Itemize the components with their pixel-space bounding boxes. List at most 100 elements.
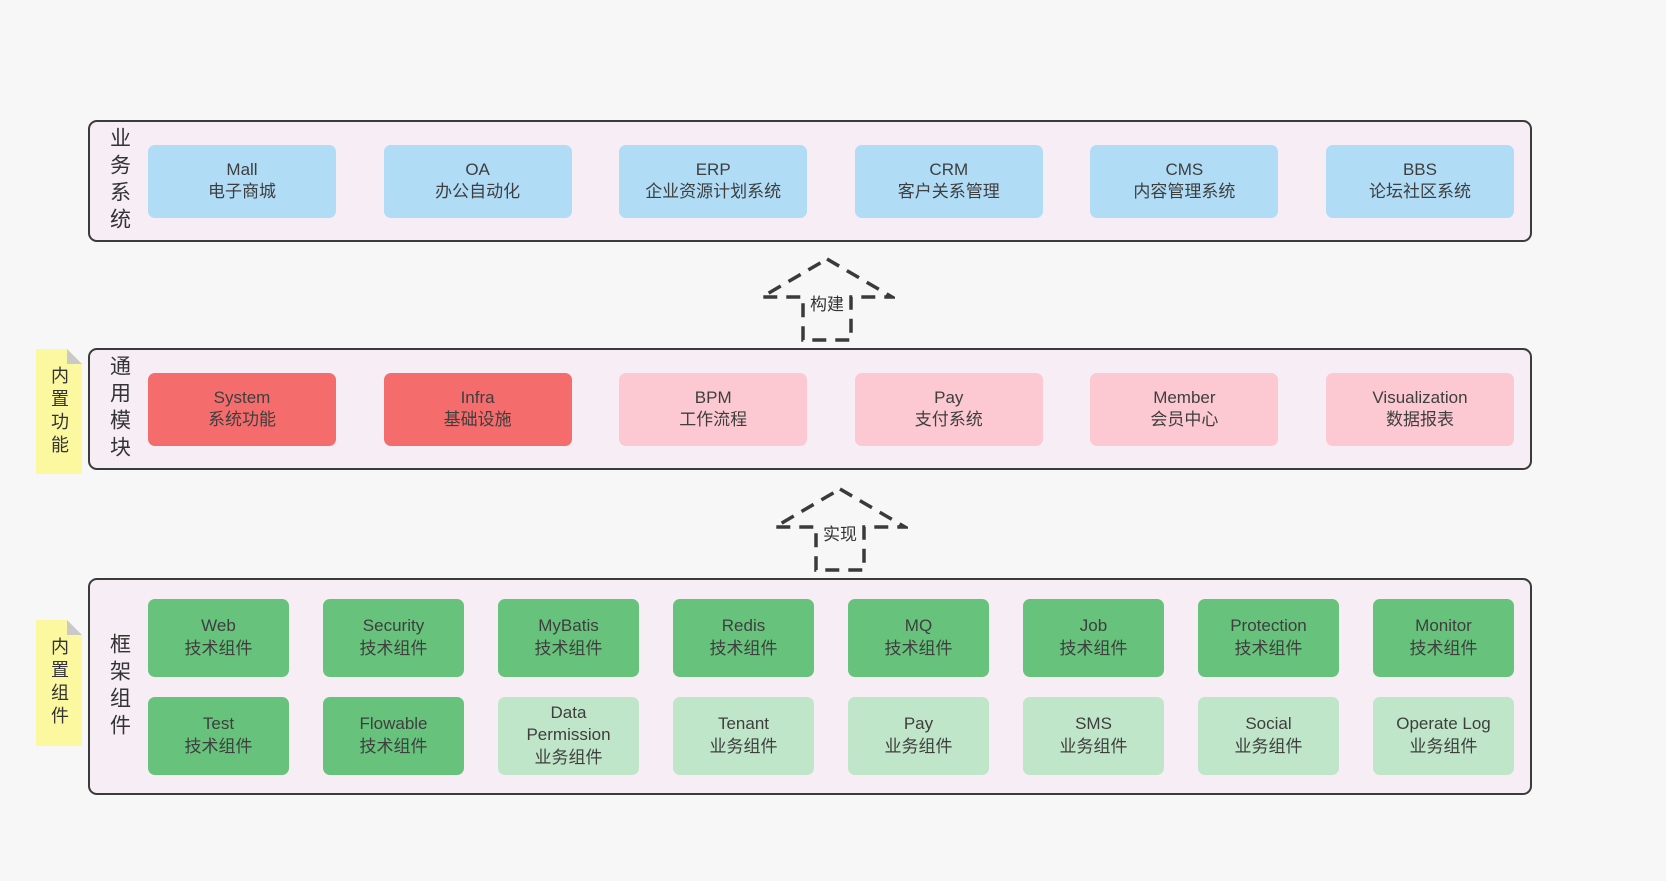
box-name: MQ xyxy=(904,616,933,636)
dashed-up-arrow-icon xyxy=(759,256,895,342)
box-name: Test xyxy=(202,714,235,734)
box-name: Pay xyxy=(934,387,964,407)
box-subtitle: 技术组件 xyxy=(1409,638,1478,658)
box-subtitle: 办公自动化 xyxy=(435,182,521,201)
arrow-implement-label: 实现 xyxy=(819,519,861,546)
box-name: OA xyxy=(465,159,490,179)
box-subtitle: 支付系统 xyxy=(914,410,983,429)
box-subtitle: 技术组件 xyxy=(534,638,603,658)
sticky-note-text: 内置组件 xyxy=(49,637,69,729)
box-name: System xyxy=(213,387,271,407)
box-subtitle: 客户关系管理 xyxy=(897,182,1000,201)
box-subtitle: 技术组件 xyxy=(184,736,253,756)
box-subtitle: 业务组件 xyxy=(709,736,778,756)
box-pay: Pay 支付系统 xyxy=(854,372,1043,446)
panel-title-components: 框架组件 xyxy=(90,580,148,793)
box-subtitle: 技术组件 xyxy=(884,638,953,658)
sticky-note-builtin-features: 内置功能 xyxy=(36,349,82,474)
box-name: Operate Log xyxy=(1396,714,1491,734)
box-subtitle: 业务组件 xyxy=(1409,736,1478,756)
box-subtitle: 内容管理系统 xyxy=(1133,182,1236,201)
box-name: CRM xyxy=(929,159,969,179)
box-name: BPM xyxy=(694,387,732,407)
box-subtitle: 业务组件 xyxy=(1234,736,1303,756)
box-name: Visualization xyxy=(1372,387,1468,407)
box-name: Flowable xyxy=(359,714,428,734)
box-subtitle: 技术组件 xyxy=(359,736,428,756)
box-subtitle: 技术组件 xyxy=(709,638,778,658)
box-name: Job xyxy=(1079,616,1108,636)
box-name: Data Permission xyxy=(526,703,611,745)
box-subtitle: 论坛社区系统 xyxy=(1368,182,1471,201)
box-subtitle: 会员中心 xyxy=(1150,410,1219,429)
box-name: Tenant xyxy=(717,714,770,734)
panel-title-modules-text: 通用模块 xyxy=(107,355,131,463)
sticky-note-builtin-components: 内置组件 xyxy=(36,620,82,746)
panel-title-business-text: 业务系统 xyxy=(107,127,131,235)
box-cms: CMS 内容管理系统 xyxy=(1090,144,1279,218)
box-crm: CRM 客户关系管理 xyxy=(854,144,1043,218)
box-system: System 系统功能 xyxy=(148,372,336,446)
arrow-build-label: 构建 xyxy=(806,289,848,316)
arrow-build: 构建 xyxy=(759,256,895,344)
box-subtitle: 技术组件 xyxy=(359,638,428,658)
box-visualization: Visualization 数据报表 xyxy=(1325,372,1514,446)
box-name: SMS xyxy=(1075,714,1112,734)
folded-corner-icon xyxy=(67,349,82,364)
box-subtitle: 技术组件 xyxy=(1234,638,1303,658)
arrow-implement: 实现 xyxy=(772,486,908,574)
panel-title-business: 业务系统 xyxy=(90,122,148,240)
box-name: Member xyxy=(1153,387,1216,407)
box-name: MyBatis xyxy=(538,616,599,636)
box-name: Social xyxy=(1245,714,1292,734)
box-subtitle: 企业资源计划系统 xyxy=(645,182,782,201)
box-member: Member 会员中心 xyxy=(1090,372,1279,446)
box-name: BBS xyxy=(1402,159,1437,179)
box-subtitle: 基础设施 xyxy=(443,410,512,429)
panel-title-modules: 通用模块 xyxy=(90,350,148,468)
box-name: Mall xyxy=(226,159,258,179)
box-bbs: BBS 论坛社区系统 xyxy=(1325,144,1514,218)
box-name: CMS xyxy=(1165,159,1204,179)
box-subtitle: 工作流程 xyxy=(679,410,748,429)
box-oa: OA 办公自动化 xyxy=(383,144,572,218)
panel-title-components-text: 框架组件 xyxy=(107,632,131,741)
box-name: Protection xyxy=(1230,616,1307,636)
box-subtitle: 业务组件 xyxy=(1059,736,1128,756)
box-name: Pay xyxy=(903,714,934,734)
box-subtitle: 系统功能 xyxy=(208,410,276,429)
folded-corner-icon xyxy=(67,620,82,635)
box-subtitle: 业务组件 xyxy=(534,747,603,767)
box-name: Monitor xyxy=(1415,616,1472,636)
box-subtitle: 业务组件 xyxy=(884,736,953,756)
box-name: Web xyxy=(201,616,236,636)
box-bpm: BPM 工作流程 xyxy=(619,372,808,446)
box-subtitle: 数据报表 xyxy=(1385,410,1454,429)
box-subtitle: 技术组件 xyxy=(184,638,253,658)
